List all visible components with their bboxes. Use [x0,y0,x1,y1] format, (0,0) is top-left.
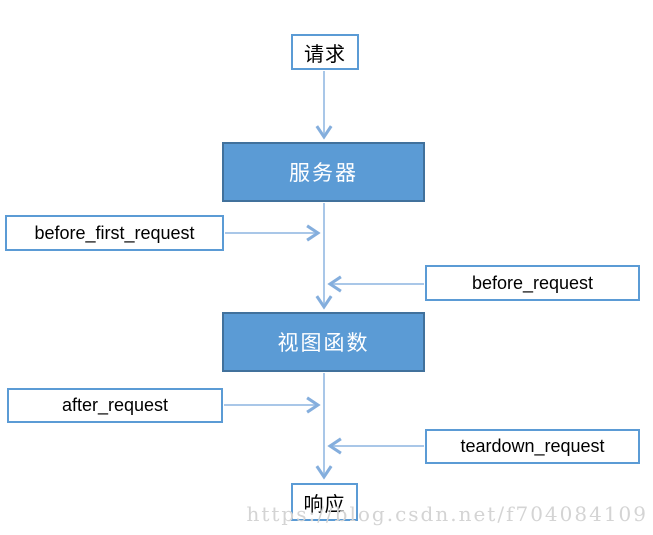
node-response: 响应 [291,483,358,521]
node-teardown-request-label: teardown_request [460,436,605,456]
node-after-request-label: after_request [61,395,169,415]
node-request-label: 请求 [304,41,346,66]
node-before-first-request-label: before_first_request [34,222,195,243]
watermark-url: https://blog.csdn.net/f704084109 [246,502,648,526]
node-before-first-request: before_first_request [5,215,224,251]
node-before-request: before_request [425,265,640,301]
node-after-request: after_request [7,388,223,423]
node-server: 服务器 [222,142,425,202]
node-teardown-request: teardown_request [425,429,640,464]
node-server-label: 服务器 [289,161,358,185]
node-response-label: 响应 [303,491,346,516]
node-view-function-label: 视图函数 [277,331,370,355]
node-view-function: 视图函数 [222,312,425,372]
node-before-request-label: before_request [471,272,594,293]
node-request: 请求 [291,34,359,70]
